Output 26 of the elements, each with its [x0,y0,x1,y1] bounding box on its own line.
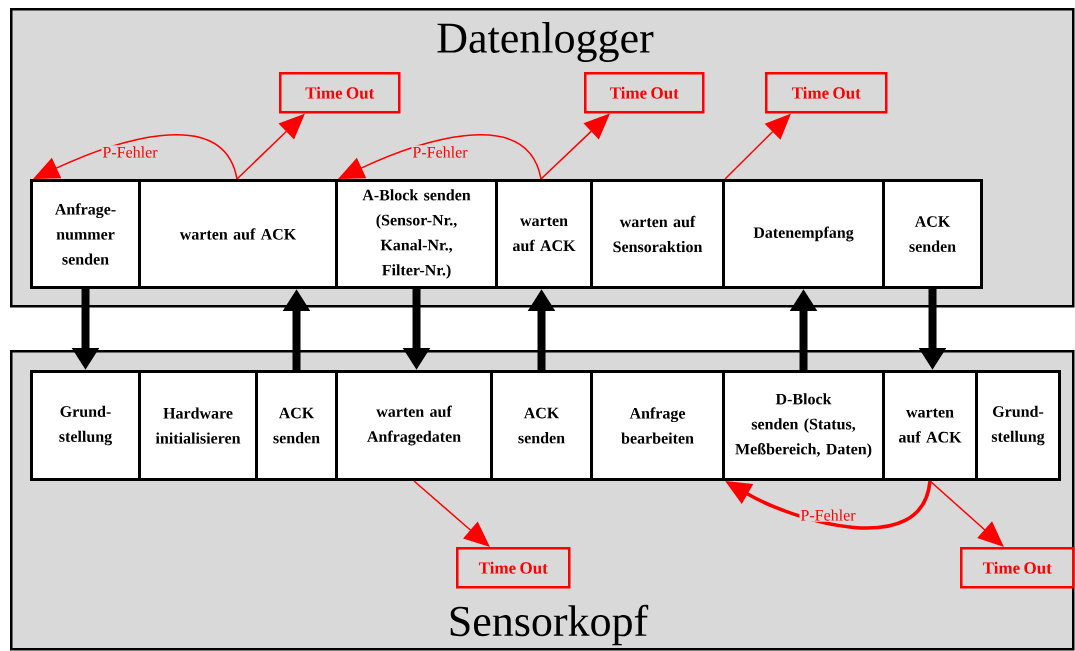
timeout-box: Time Out [584,72,705,114]
state-box: Hardware initialisieren [138,370,258,481]
timeout-box: Time Out [279,72,401,114]
state-box: D-Block senden (Status, Meßbereich, Daten) [722,370,885,481]
state-box: ACK senden [255,370,338,481]
timeout-box: Time Out [456,547,571,589]
state-box: warten auf Anfragedaten [335,370,493,481]
state-box: warten auf ACK [495,179,593,289]
arrow [413,480,490,547]
edge-label: P-Fehler [101,145,159,159]
edge-label: P-Fehler [799,508,857,522]
state-box: warten auf Sensoraktion [590,179,725,289]
state-box: Anfrage- nummer senden [30,179,141,289]
edge-label: P-Fehler [411,145,469,159]
timeout-box: Time Out [960,547,1075,589]
state-box: warten auf ACK [138,179,338,289]
state-box: Datenempfang [722,179,885,289]
state-box: Grund- stellung [30,370,141,481]
timeout-box: Time Out [765,72,888,114]
state-box: A-Block senden (Sensor-Nr., Kanal-Nr., Filter-Nr.) [335,179,498,289]
state-box: ACK senden [490,370,593,481]
state-box: ACK senden [882,179,983,289]
state-box: Anfrage bearbeiten [590,370,725,481]
arrow [929,480,1004,547]
state-box: Grund- stellung [975,370,1061,481]
state-box: warten auf ACK [882,370,978,481]
